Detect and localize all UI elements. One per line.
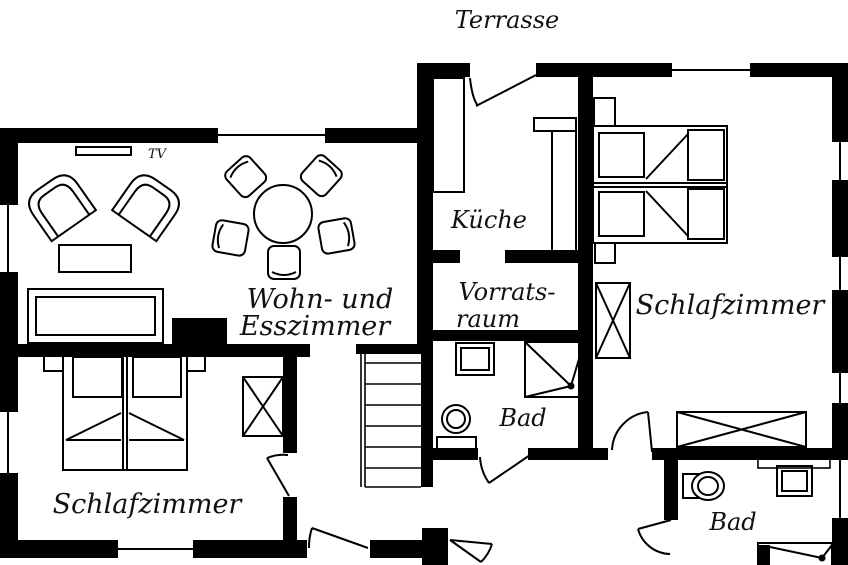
double-bed-right — [592, 125, 728, 244]
blanket-fold — [645, 133, 689, 180]
kitchen-counter-left — [432, 77, 465, 193]
dining-chair — [267, 245, 301, 280]
pillow — [72, 356, 123, 398]
label-bad-right: Bad — [708, 508, 756, 536]
label-schlafzimmer-left: Schlafzimmer — [53, 489, 244, 520]
door-bath-right — [637, 519, 672, 555]
nightstand — [43, 352, 64, 372]
label-wohn-und: Wohn- und — [247, 284, 394, 315]
door-bedroom-right — [611, 411, 653, 453]
door-main-entry — [449, 539, 493, 563]
armchair-left — [28, 174, 98, 243]
double-bed-left — [62, 353, 188, 471]
bath-middle-fixtures — [436, 341, 585, 451]
sink — [455, 342, 495, 376]
kitchen-counter-right-top — [533, 117, 577, 132]
label-raum: raum — [456, 305, 520, 333]
label-schlafzimmer-right: Schlafzimmer — [636, 290, 827, 321]
kitchen-counter-right — [551, 130, 577, 253]
shower — [757, 542, 833, 565]
toilet — [682, 471, 725, 501]
room-labels: Terrasse TV Küche Vorrats- raum Wohn- un… — [53, 6, 827, 536]
bedroom-left-furniture — [43, 352, 284, 471]
door-bedroom-left — [266, 453, 290, 497]
sofa — [27, 288, 164, 344]
pillow — [598, 132, 645, 178]
blanket-fold — [645, 190, 689, 237]
windows — [7, 69, 841, 550]
dining-chair — [317, 217, 356, 255]
kitchen-furniture — [432, 77, 577, 253]
coffee-table — [58, 244, 132, 273]
bath-right-fixtures — [682, 457, 833, 565]
sink — [776, 465, 813, 497]
door-hall-exterior — [307, 527, 369, 549]
nightstand — [594, 242, 616, 264]
nightstand — [186, 352, 206, 372]
label-vorrats: Vorrats- — [459, 278, 556, 306]
living-room-furniture — [27, 146, 356, 344]
wardrobe — [676, 411, 807, 448]
door-terrace-kitchen — [469, 74, 537, 107]
pillow — [598, 191, 645, 237]
wardrobe — [595, 282, 631, 359]
label-kueche: Küche — [450, 206, 527, 234]
label-tv: TV — [148, 147, 168, 162]
bedroom-right-furniture — [592, 97, 807, 448]
door-bath-middle — [479, 454, 531, 484]
label-bad-middle: Bad — [498, 404, 546, 432]
toilet — [436, 404, 477, 451]
armchair-right — [110, 174, 180, 243]
vanity-counter — [757, 457, 831, 469]
blanket-fold — [65, 412, 122, 441]
label-esszimmer: Esszimmer — [239, 311, 392, 342]
shower — [524, 341, 585, 398]
dining-table — [253, 184, 313, 244]
blanket-fold — [128, 412, 185, 441]
dining-chair — [211, 219, 250, 257]
walls — [0, 63, 848, 565]
wardrobe — [242, 376, 284, 437]
doors — [266, 74, 672, 563]
stairs — [360, 353, 421, 488]
dining-chair — [299, 154, 343, 198]
tv — [75, 146, 132, 156]
label-terrasse: Terrasse — [455, 6, 559, 34]
pillow — [132, 356, 182, 398]
dining-chair — [224, 155, 268, 199]
nightstand — [593, 97, 616, 127]
